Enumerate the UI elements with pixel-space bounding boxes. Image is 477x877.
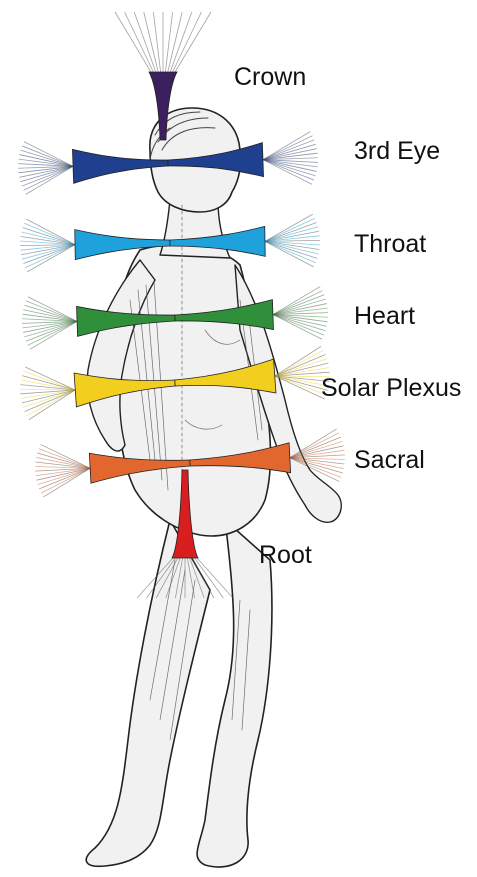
solar-plexus-label: Solar Plexus [321, 376, 461, 401]
heart-label: Heart [354, 304, 415, 329]
body-figure [86, 108, 341, 867]
crown-label: Crown [234, 65, 306, 90]
throat-label: Throat [354, 232, 426, 257]
third-eye-label: 3rd Eye [354, 139, 440, 164]
root-label: Root [259, 543, 312, 568]
sacral-label: Sacral [354, 448, 425, 473]
